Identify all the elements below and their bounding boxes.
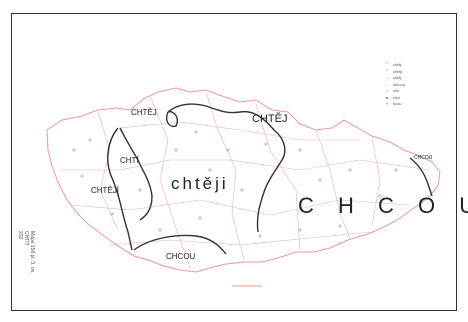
legend-item: ⌒chtěji — [385, 68, 403, 74]
map-side-note: Mapa 156 pl. 3. os. CHTÍT 232 — [17, 231, 35, 274]
label-chtej-ne: CHTĚJ — [252, 113, 288, 125]
legend-item: †scou — [385, 101, 402, 106]
region-line — [60, 159, 431, 171]
label-chteji-center: chtěji — [171, 174, 229, 193]
region-line — [109, 231, 371, 246]
isogloss-north — [167, 103, 286, 233]
legend-item: →chtěj — [385, 75, 402, 80]
side-note-line: 232 — [17, 231, 23, 240]
region-line — [119, 121, 360, 141]
isogloss-loop — [166, 111, 178, 128]
map-frame — [11, 13, 457, 311]
legend-item: →chcouj — [385, 81, 405, 87]
region-line — [205, 91, 245, 261]
isogloss-east — [409, 157, 433, 197]
label-chcou-south: CHCOU — [166, 252, 196, 261]
region-line — [69, 199, 411, 216]
label-chti: CHTÍ — [120, 156, 139, 165]
label-chcou-east: C H C O U — [298, 193, 468, 218]
isogloss-west — [107, 127, 133, 251]
isogloss-south — [133, 234, 227, 255]
isogloss-chti — [119, 127, 153, 221]
region-line — [315, 129, 351, 239]
region-line — [97, 111, 119, 231]
legend-item: ○chtí — [385, 88, 400, 93]
locality-marks — [72, 130, 398, 238]
legend-item: ⌒chtěj — [385, 62, 402, 67]
side-note-line: Mapa 156 pl. 3. os. — [29, 231, 35, 274]
country-outline — [46, 87, 441, 273]
region-line — [371, 137, 381, 227]
map-legend: ⌒chtěj ⌒chtěji →chtěj →chcouj ○chtí ●chc… — [384, 62, 405, 108]
label-chcou-far-east: CHCOU — [414, 155, 433, 161]
region-line — [149, 95, 191, 269]
label-chtej-nw: CHTĚJ — [131, 108, 157, 117]
label-chteji-west: CHTĚJÍ — [91, 186, 119, 195]
legend-item: ●chcí — [385, 94, 401, 100]
region-line — [255, 103, 301, 251]
